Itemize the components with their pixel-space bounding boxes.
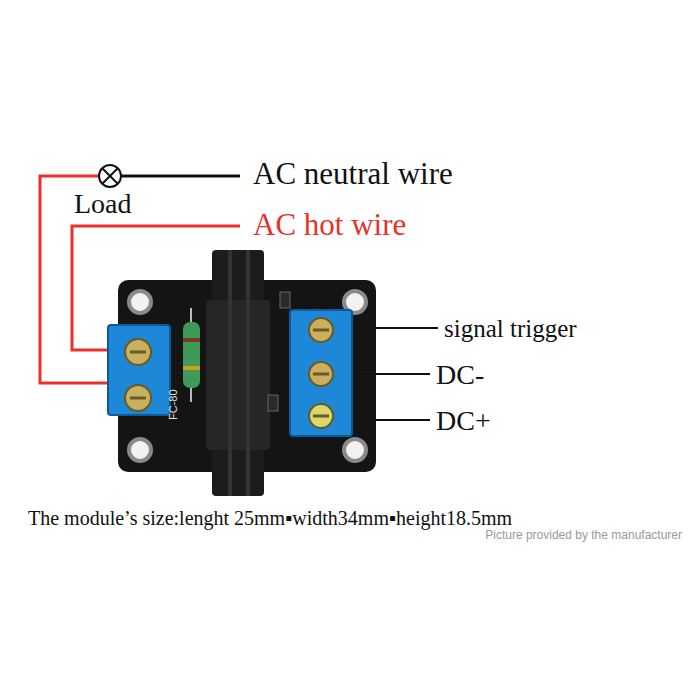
pin-name: DC+ [436,407,491,435]
wire-label: AC neutral wire [253,158,453,189]
neutral-wire [121,175,240,178]
leader-line [360,373,430,375]
watermark: Picture provided by the manufacturer [485,529,682,541]
smd-part [280,292,290,308]
smd-part [268,395,278,411]
wire-label: AC hot wire [253,209,406,240]
leader-line [360,327,438,329]
pin-name: DC- [436,361,484,389]
lamp-symbol [99,165,121,187]
relay-body [206,250,270,496]
load-label: Load [74,190,132,218]
leader-line [360,419,430,421]
ac-terminal-block [108,325,170,415]
resistor-symbol [183,308,200,402]
caption: The module’s size:lenght 25mm▪width34mm▪… [28,508,512,528]
part-number: FC-80 [168,389,179,420]
dc-terminal-block [290,310,352,436]
signal-name: signal trigger [444,316,577,341]
